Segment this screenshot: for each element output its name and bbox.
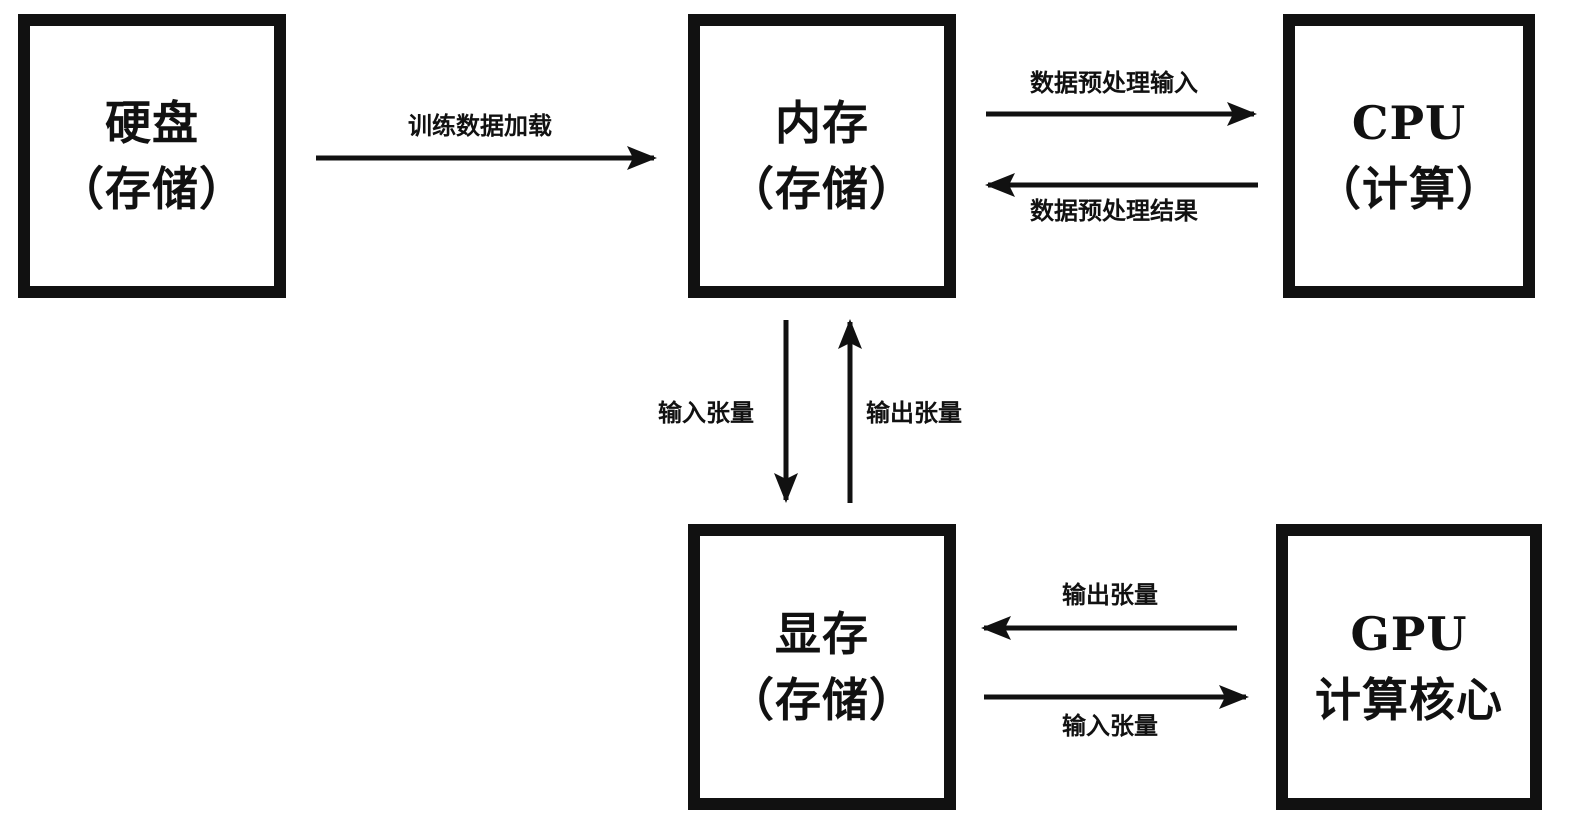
- label-vram-to-memory: 输出张量: [866, 398, 962, 427]
- disk-node: 硬盘 （存储）: [18, 14, 286, 298]
- label-gpu-to-vram: 输出张量: [1062, 580, 1158, 609]
- disk-subtitle: （存储）: [58, 162, 246, 216]
- vram-subtitle: （存储）: [728, 673, 916, 727]
- disk-title: 硬盘: [105, 96, 199, 150]
- gpu-node: GPU 计算核心: [1276, 524, 1542, 810]
- vram-node: 显存 （存储）: [688, 524, 956, 810]
- label-memory-to-vram: 输入张量: [658, 398, 754, 427]
- gpu-subtitle: 计算核心: [1315, 673, 1503, 727]
- label-disk-to-memory: 训练数据加载: [408, 111, 552, 140]
- cpu-title: CPU: [1351, 96, 1467, 150]
- cpu-node: CPU （计算）: [1283, 14, 1535, 298]
- gpu-title: GPU: [1350, 607, 1468, 661]
- memory-subtitle: （存储）: [728, 162, 916, 216]
- label-cpu-to-memory: 数据预处理结果: [1030, 196, 1198, 225]
- label-vram-to-gpu: 输入张量: [1062, 711, 1158, 740]
- label-memory-to-cpu: 数据预处理输入: [1030, 68, 1198, 97]
- vram-title: 显存: [775, 607, 869, 661]
- memory-node: 内存 （存储）: [688, 14, 956, 298]
- cpu-subtitle: （计算）: [1315, 162, 1503, 216]
- memory-title: 内存: [775, 96, 869, 150]
